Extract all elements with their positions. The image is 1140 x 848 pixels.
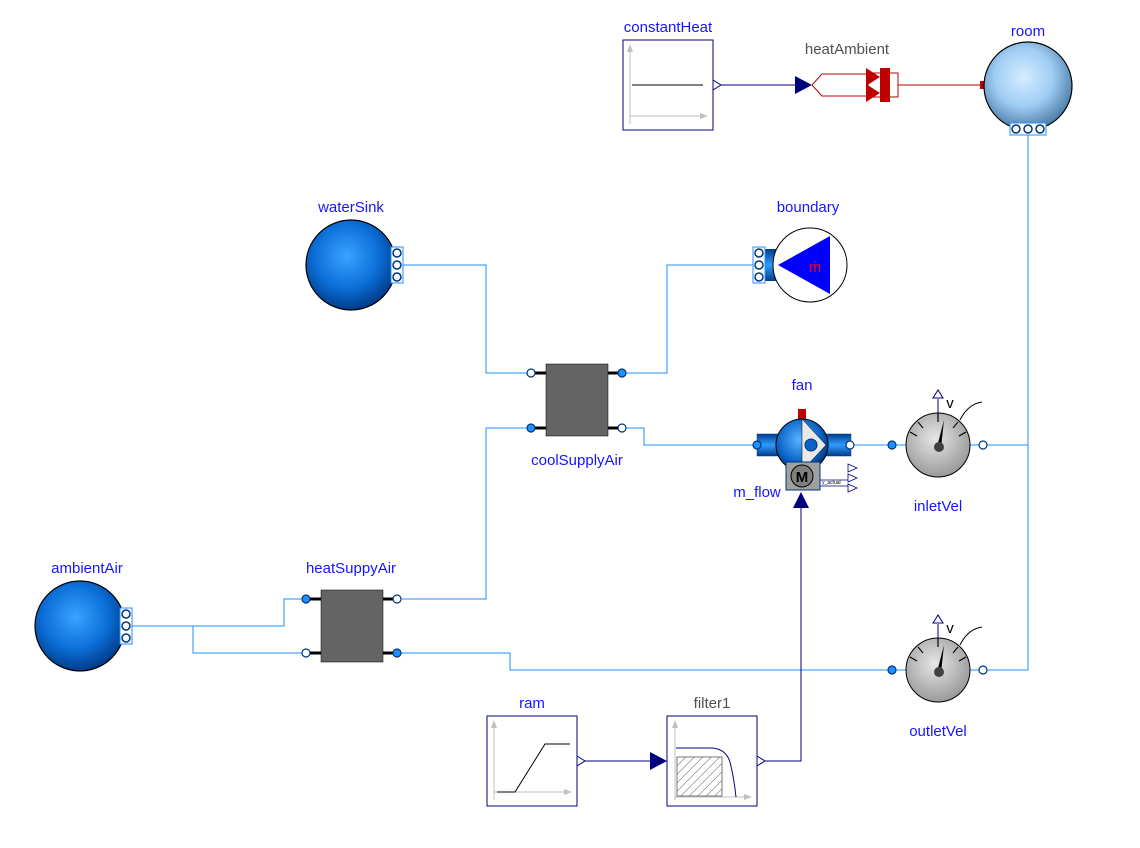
fan-label: fan <box>792 377 813 394</box>
heatAmbient-label: heatAmbient <box>805 41 890 58</box>
wire-coolSupplyAir-boundary <box>622 264 756 374</box>
filter1-output-port[interactable] <box>756 755 766 767</box>
ram-label: ram <box>519 695 545 712</box>
wire-filter1-fan <box>765 505 802 762</box>
outletVel-sensor[interactable]: v <box>887 614 988 703</box>
room-volume[interactable] <box>983 41 1073 136</box>
filter1-input-port[interactable] <box>650 752 667 770</box>
inletVel-symbol: v <box>946 395 954 412</box>
wire-waterSink-coolSupplyAir <box>403 264 530 374</box>
heatSuppyAir-label: heatSuppyAir <box>306 560 396 577</box>
fan-port-b[interactable] <box>845 440 855 450</box>
inletVel-label: inletVel <box>914 498 962 515</box>
heatSuppyAir-port-a2[interactable] <box>301 648 311 658</box>
coolSupplyAir-port-a2[interactable] <box>526 423 536 433</box>
ram-output-port[interactable] <box>576 755 586 767</box>
boundary-label: boundary <box>777 199 840 216</box>
inletVel-sensor[interactable]: v <box>887 389 988 478</box>
fan-motor-symbol: M <box>796 469 809 486</box>
coolSupplyAir-label: coolSupplyAir <box>531 452 623 469</box>
ambientAir-label: ambientAir <box>51 560 123 577</box>
coolSupplyAir-hx[interactable] <box>526 363 627 437</box>
waterSink-boundary[interactable] <box>305 219 404 311</box>
heatAmbient-input-port[interactable] <box>795 76 812 94</box>
coolSupplyAir-port-b2[interactable] <box>617 423 627 433</box>
fan-mover[interactable]: M y_actual <box>752 409 858 508</box>
ram-block[interactable] <box>486 715 586 807</box>
fan-port-a[interactable] <box>752 440 762 450</box>
wire-heatSuppyAir-coolSupplyAir <box>397 427 530 600</box>
heatAmbient-block[interactable] <box>795 68 988 102</box>
constantHeat-output-port[interactable] <box>712 79 722 91</box>
wire-room-outletVel <box>987 445 1029 671</box>
inletVel-output-port[interactable] <box>932 389 944 399</box>
filter1-label: filter1 <box>694 695 731 712</box>
coolSupplyAir-port-b1[interactable] <box>617 368 627 378</box>
fan-output-label: y_actual <box>822 480 841 486</box>
constantHeat-block[interactable] <box>622 39 722 131</box>
heatSuppyAir-port-b2[interactable] <box>392 648 402 658</box>
filter1-block[interactable] <box>650 715 766 807</box>
fan-signal-out-3[interactable] <box>847 483 858 493</box>
constantHeat-label: constantHeat <box>624 19 713 36</box>
wire-coolSupplyAir-fan <box>622 427 757 446</box>
fan-m_flow-input[interactable] <box>793 492 809 508</box>
fluid-connections <box>130 135 1029 671</box>
wire-heatSuppyAir-outletVel <box>397 652 892 671</box>
ambientAir-boundary[interactable] <box>34 580 133 672</box>
outletVel-label: outletVel <box>909 723 967 740</box>
signal-connections <box>584 84 802 762</box>
outletVel-port-a[interactable] <box>887 665 897 675</box>
outletVel-symbol: v <box>946 620 954 637</box>
outletVel-port-b[interactable] <box>978 665 988 675</box>
outletVel-output-port[interactable] <box>932 614 944 624</box>
boundary-massflow-source[interactable]: ṁ <box>752 227 848 303</box>
m_flow-label: m_flow <box>733 484 781 501</box>
room-label: room <box>1011 23 1045 40</box>
fan-signal-out-1[interactable] <box>847 463 858 473</box>
heatSuppyAir-port-a1[interactable] <box>301 594 311 604</box>
wire-room-inletVel <box>987 135 1029 446</box>
wire-ambientAir-heatSuppyAir <box>130 598 306 627</box>
boundary-symbol: ṁ <box>809 259 822 276</box>
wire-ambientAir-heatSuppyAir-2 <box>130 625 306 654</box>
heatSuppyAir-hx[interactable] <box>301 589 402 663</box>
fan-signal-out-2[interactable] <box>847 473 858 483</box>
coolSupplyAir-port-a1[interactable] <box>526 368 536 378</box>
heatSuppyAir-port-b1[interactable] <box>392 594 402 604</box>
inletVel-port-b[interactable] <box>978 440 988 450</box>
inletVel-port-a[interactable] <box>887 440 897 450</box>
waterSink-label: waterSink <box>317 199 384 216</box>
